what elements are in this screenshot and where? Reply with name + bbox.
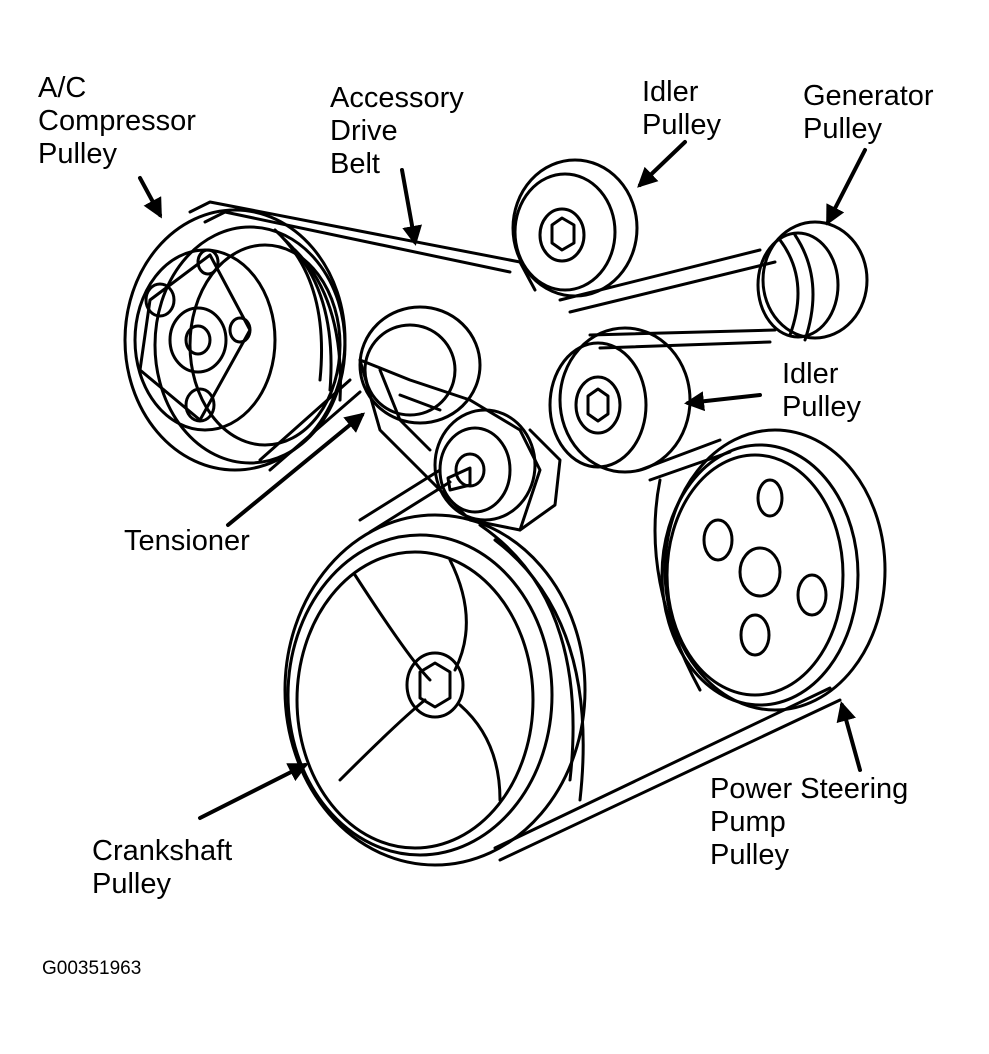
generator-pulley [756,220,869,342]
arrow-drive-belt [400,168,422,246]
leader-arrows [138,140,867,820]
label-line: Compressor [38,105,196,137]
label-line: Tensioner [124,525,250,557]
crankshaft-pulley [283,513,587,867]
idler-pulley-mid [548,326,692,474]
label-line: Pulley [92,868,171,900]
label-line: Generator [803,80,934,112]
accessory-drive-belt [188,200,842,862]
label-line: Pulley [782,391,861,423]
label-crankshaft-pulley: Crankshaft Pulley [92,835,232,901]
power-steering-pump-pulley [653,428,887,712]
label-line: Drive [330,115,398,147]
label-line: Pulley [710,839,789,871]
label-line: A/C [38,72,87,104]
label-ac-compressor-pulley: A/C Compressor Pulley [38,72,196,171]
label-idler-pulley-mid: Idler Pulley [782,358,861,424]
arrow-generator [826,148,867,226]
label-tensioner: Tensioner [124,525,250,558]
arrow-power-steering [836,701,862,772]
arrow-ac-compressor [138,176,162,219]
tensioner [358,305,562,532]
label-accessory-drive-belt: Accessory Drive Belt [330,82,464,181]
label-power-steering-pump-pulley: Power Steering Pump Pulley [710,773,908,872]
label-generator-pulley: Generator Pulley [803,80,934,146]
label-line: Accessory [330,82,464,114]
arrow-tensioner [226,412,366,527]
label-line: Pulley [38,138,117,170]
label-line: Belt [330,148,380,180]
arrow-idler-mid [684,391,762,412]
label-line: Pulley [642,109,721,141]
label-line: Crankshaft [92,835,233,867]
label-idler-pulley-top: Idler Pulley [642,76,721,142]
label-line: Pump [710,806,786,838]
idler-pulley-top [511,158,639,298]
label-line: Power Steering [710,773,909,805]
ac-compressor-pulley [123,208,347,472]
label-line: Pulley [803,113,882,145]
arrow-idler-top [637,140,687,188]
figure-id: G00351963 [42,958,142,979]
label-line: Idler [782,358,839,390]
label-line: Idler [642,76,699,108]
arrow-crankshaft [198,763,309,820]
